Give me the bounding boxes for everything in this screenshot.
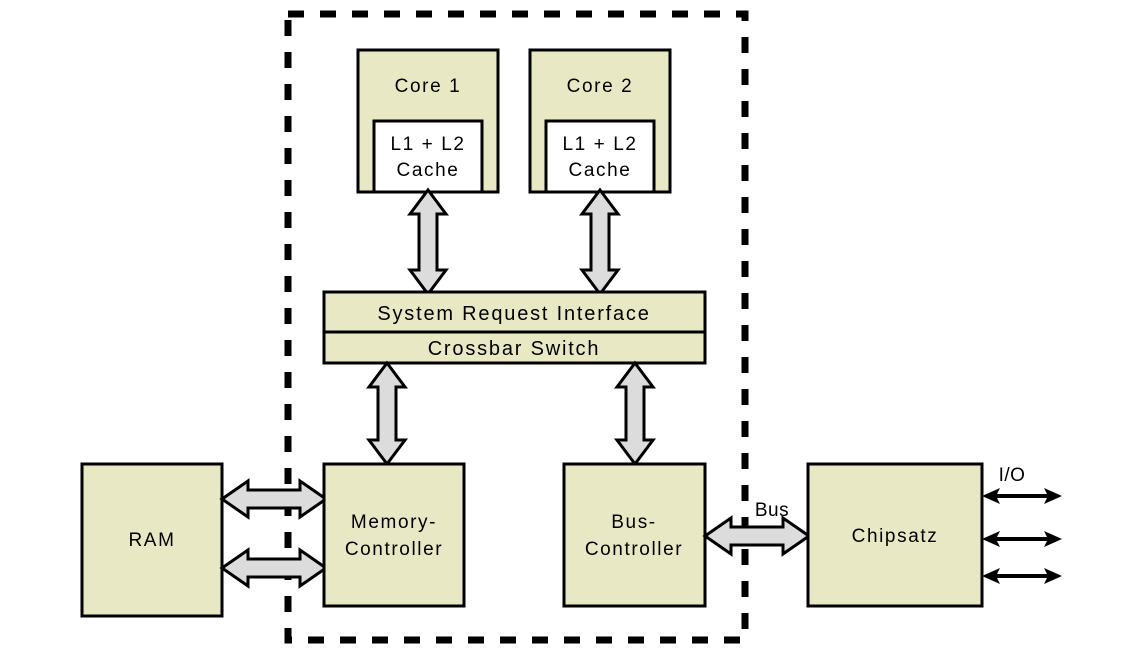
crossbar-switch-label: Crossbar Switch xyxy=(428,338,601,360)
block-chipsatz[interactable]: Chipsatz xyxy=(806,462,984,608)
core1-cache-box[interactable] xyxy=(372,119,484,194)
block-crossbar-switch[interactable]: Crossbar Switch xyxy=(322,330,707,365)
core2-cache-label-line1: L1 + L2 xyxy=(562,134,637,155)
block-bus-controller[interactable]: Bus- Controller xyxy=(562,462,707,608)
io-arrow-1 xyxy=(982,488,1062,504)
core2-cache-box[interactable] xyxy=(544,119,656,194)
crossbar-switch-box[interactable] xyxy=(322,330,707,365)
block-core2[interactable]: Core 2 L1 + L2 Cache xyxy=(528,48,672,194)
cpu-die-boundary xyxy=(284,10,749,644)
memory-controller-box[interactable] xyxy=(322,462,466,608)
arrow-ram-to-memory-controller-upper xyxy=(219,478,329,520)
core2-label: Core 2 xyxy=(567,76,634,97)
memory-controller-label-line2: Controller xyxy=(345,539,443,560)
io-label: I/O xyxy=(999,465,1026,486)
bus-controller-label-line1: Bus- xyxy=(611,512,656,533)
arrow-ram-to-memory-controller-lower xyxy=(219,547,329,589)
core1-cache-label-line1: L1 + L2 xyxy=(390,134,465,155)
block-ram[interactable]: RAM xyxy=(80,462,224,618)
arrow-crossbar-to-bus-controller xyxy=(614,360,656,467)
io-arrow-3 xyxy=(982,568,1062,584)
ram-label: RAM xyxy=(128,530,175,551)
core2-cache-label-line2: Cache xyxy=(569,160,632,181)
memory-controller-label-line1: Memory- xyxy=(351,512,437,533)
arrow-crossbar-to-memory-controller xyxy=(366,360,408,467)
bus-connector-label: Bus xyxy=(755,500,789,521)
block-core1[interactable]: Core 1 L1 + L2 Cache xyxy=(356,48,500,194)
chipsatz-label: Chipsatz xyxy=(852,526,939,547)
ram-box[interactable] xyxy=(80,462,224,618)
core1-cache-label-line2: Cache xyxy=(397,160,460,181)
core1-label: Core 1 xyxy=(395,76,462,97)
arrow-core1-to-system-request-interface xyxy=(407,187,449,297)
io-arrow-2 xyxy=(982,531,1062,547)
bus-controller-label-line2: Controller xyxy=(585,539,683,560)
arrow-core2-to-system-request-interface xyxy=(579,187,621,297)
system-request-interface-label: System Request Interface xyxy=(377,303,650,325)
block-system-request-interface[interactable]: System Request Interface xyxy=(322,290,707,334)
chipsatz-box[interactable] xyxy=(806,462,984,608)
bus-controller-box[interactable] xyxy=(562,462,707,608)
arrow-bus-controller-to-chipsatz xyxy=(702,515,812,557)
block-memory-controller[interactable]: Memory- Controller xyxy=(322,462,466,608)
